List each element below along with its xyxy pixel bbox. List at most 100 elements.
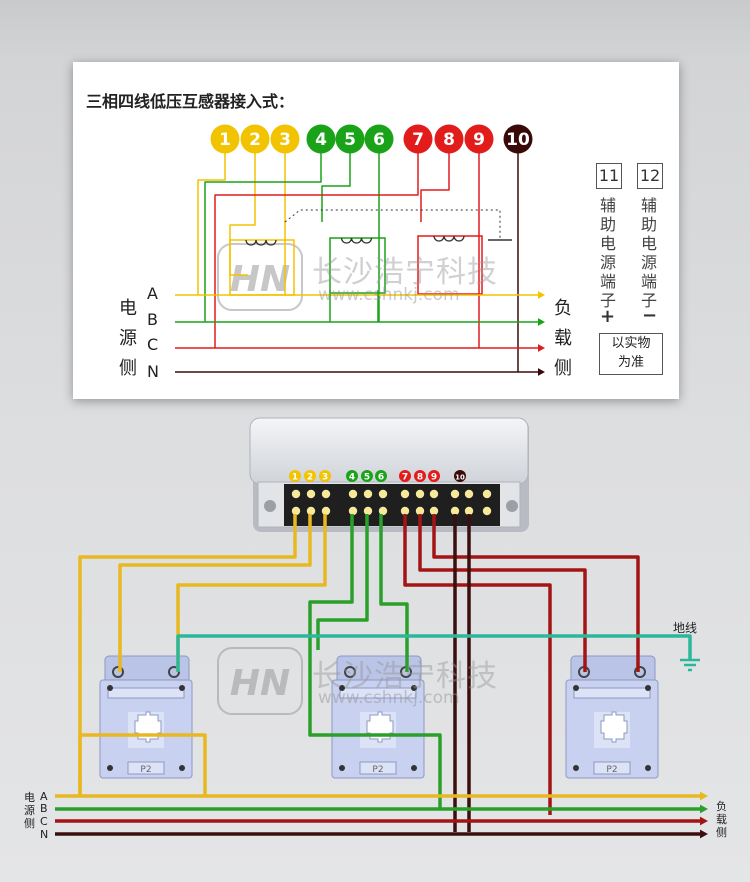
watermark-logo-letters: HN — [230, 259, 290, 300]
ct-bolt-top-right — [179, 685, 185, 691]
meter-terminal-strip — [284, 484, 500, 526]
meter-terminal-dot-5 — [361, 470, 373, 482]
watermark-brand-top: 长沙浩宁科技 — [312, 255, 498, 290]
ct-p2-label: P2 — [372, 765, 383, 775]
lower-phase-a: A — [40, 790, 48, 803]
lower-phase-c: C — [40, 815, 48, 828]
top-ct-coil-2 — [340, 237, 373, 244]
meter-screw-top-3 — [348, 489, 358, 499]
terminal-circle-10 — [503, 124, 533, 154]
meter-terminal-dot-6 — [375, 470, 387, 482]
wire-green-1 — [308, 514, 354, 660]
source-side-char-3: 侧 — [119, 358, 137, 379]
top-arrow-n — [538, 368, 545, 376]
ct-bolt-top-right — [411, 685, 417, 691]
ct-label-strip — [107, 687, 185, 699]
top-ct-coil-3 — [433, 235, 465, 242]
terminal-label-7: 7 — [412, 130, 424, 150]
top-wire-t8 — [420, 139, 450, 222]
top-wire-t5 — [321, 139, 351, 222]
meter-screw-bottom-10 — [464, 506, 474, 516]
aux-right-sign: − — [642, 305, 658, 326]
terminal-label-2: 2 — [249, 130, 261, 150]
terminal-circle-9 — [464, 124, 494, 154]
meter-terminal-num-2: 2 — [307, 473, 313, 483]
meter-screw-bottom-0 — [291, 506, 301, 516]
top-ct-box-3 — [417, 235, 483, 295]
top-ct-coil-1 — [245, 239, 277, 246]
lower-arrow-n — [700, 829, 708, 839]
ct-p2-plate — [127, 761, 165, 775]
meter-terminal-dot-7 — [399, 470, 411, 482]
lower-arrow-c — [700, 816, 708, 826]
aux-left-text: 辅助电源端子 — [600, 196, 617, 310]
terminal-label-3: 3 — [279, 130, 291, 150]
meter-terminal-dot-1 — [289, 470, 301, 482]
wire-yellow-3 — [176, 514, 327, 672]
terminal-label-5: 5 — [344, 130, 356, 150]
meter-screw-right — [506, 500, 518, 512]
top-wire-t2 — [229, 139, 256, 276]
watermark-url-bottom: www.cshnkj.com — [318, 688, 460, 708]
meter-terminal-num-5: 5 — [364, 473, 370, 483]
wire-red-3 — [432, 514, 640, 672]
meter-terminal-num-7: 7 — [402, 473, 408, 483]
diagram-title: 三相四线低压互感器接入式： — [86, 92, 295, 111]
terminal-circle-4 — [306, 124, 336, 154]
lower-source-char-2: 源 — [24, 804, 35, 817]
lower-source-char-1: 电 — [24, 791, 35, 804]
lower-load-char-2: 载 — [716, 813, 727, 826]
top-diagram-card — [73, 62, 679, 399]
load-side-char-3: 侧 — [554, 358, 572, 379]
top-wire-t1 — [197, 139, 226, 295]
ct-label-strip — [573, 687, 651, 699]
wire-yellow-primary — [78, 733, 207, 795]
ct-unit-2: P2 — [331, 655, 425, 779]
phase-label-b: B — [147, 310, 158, 329]
meter-screw-bottom-4 — [363, 506, 373, 516]
ct-bolt-right — [179, 765, 185, 771]
aux-terminal-12: 12 — [637, 163, 663, 189]
ct-window — [600, 711, 628, 743]
ct-p2-label: P2 — [140, 765, 151, 775]
wire-yellow-2 — [118, 514, 312, 672]
terminal-circle-8 — [434, 124, 464, 154]
phase-label-c: C — [147, 335, 159, 354]
ct-bolt-top-left — [107, 685, 113, 691]
lower-phase-n: N — [40, 828, 49, 841]
note-line-1: 以实物 — [611, 336, 651, 351]
meter-screw-bottom-11 — [482, 506, 492, 516]
meter-screw-top-5 — [378, 489, 388, 499]
meter-terminal-num-8: 8 — [417, 473, 423, 483]
phase-label-n: N — [147, 362, 159, 381]
meter-terminal-num-9: 9 — [431, 473, 437, 483]
lower-arrow-b — [700, 804, 708, 814]
terminal-circle-1 — [210, 124, 240, 154]
ground-label: 地线 — [673, 621, 698, 635]
top-arrow-a — [538, 291, 545, 299]
wire-green-primary — [308, 660, 442, 808]
meter-screw-top-7 — [415, 489, 425, 499]
terminal-label-10: 10 — [506, 130, 530, 150]
top-arrow-b — [538, 318, 545, 326]
ct-bolt-top-left — [573, 685, 579, 691]
aux-terminal-11: 11 — [596, 163, 622, 189]
meter-terminal-dot-9 — [428, 470, 440, 482]
lower-phase-b: B — [40, 802, 48, 815]
terminal-label-4: 4 — [315, 130, 327, 150]
ct-p2-plate — [593, 761, 631, 775]
meter-terminal-dot-2 — [304, 470, 316, 482]
meter-screw-top-0 — [291, 489, 301, 499]
watermark-logo-frame — [217, 647, 303, 715]
wire-green-3 — [379, 514, 409, 672]
note-line-2: 为准 — [617, 355, 644, 370]
aux-left-sign: + — [600, 306, 616, 327]
meter-screw-bottom-1 — [306, 506, 316, 516]
ct-bolt-left — [573, 765, 579, 771]
note-box: 以实物 为准 — [599, 333, 663, 375]
meter-terminal-dot-4 — [346, 470, 358, 482]
meter-screw-top-2 — [321, 489, 331, 499]
meter-screw-bottom-7 — [415, 506, 425, 516]
